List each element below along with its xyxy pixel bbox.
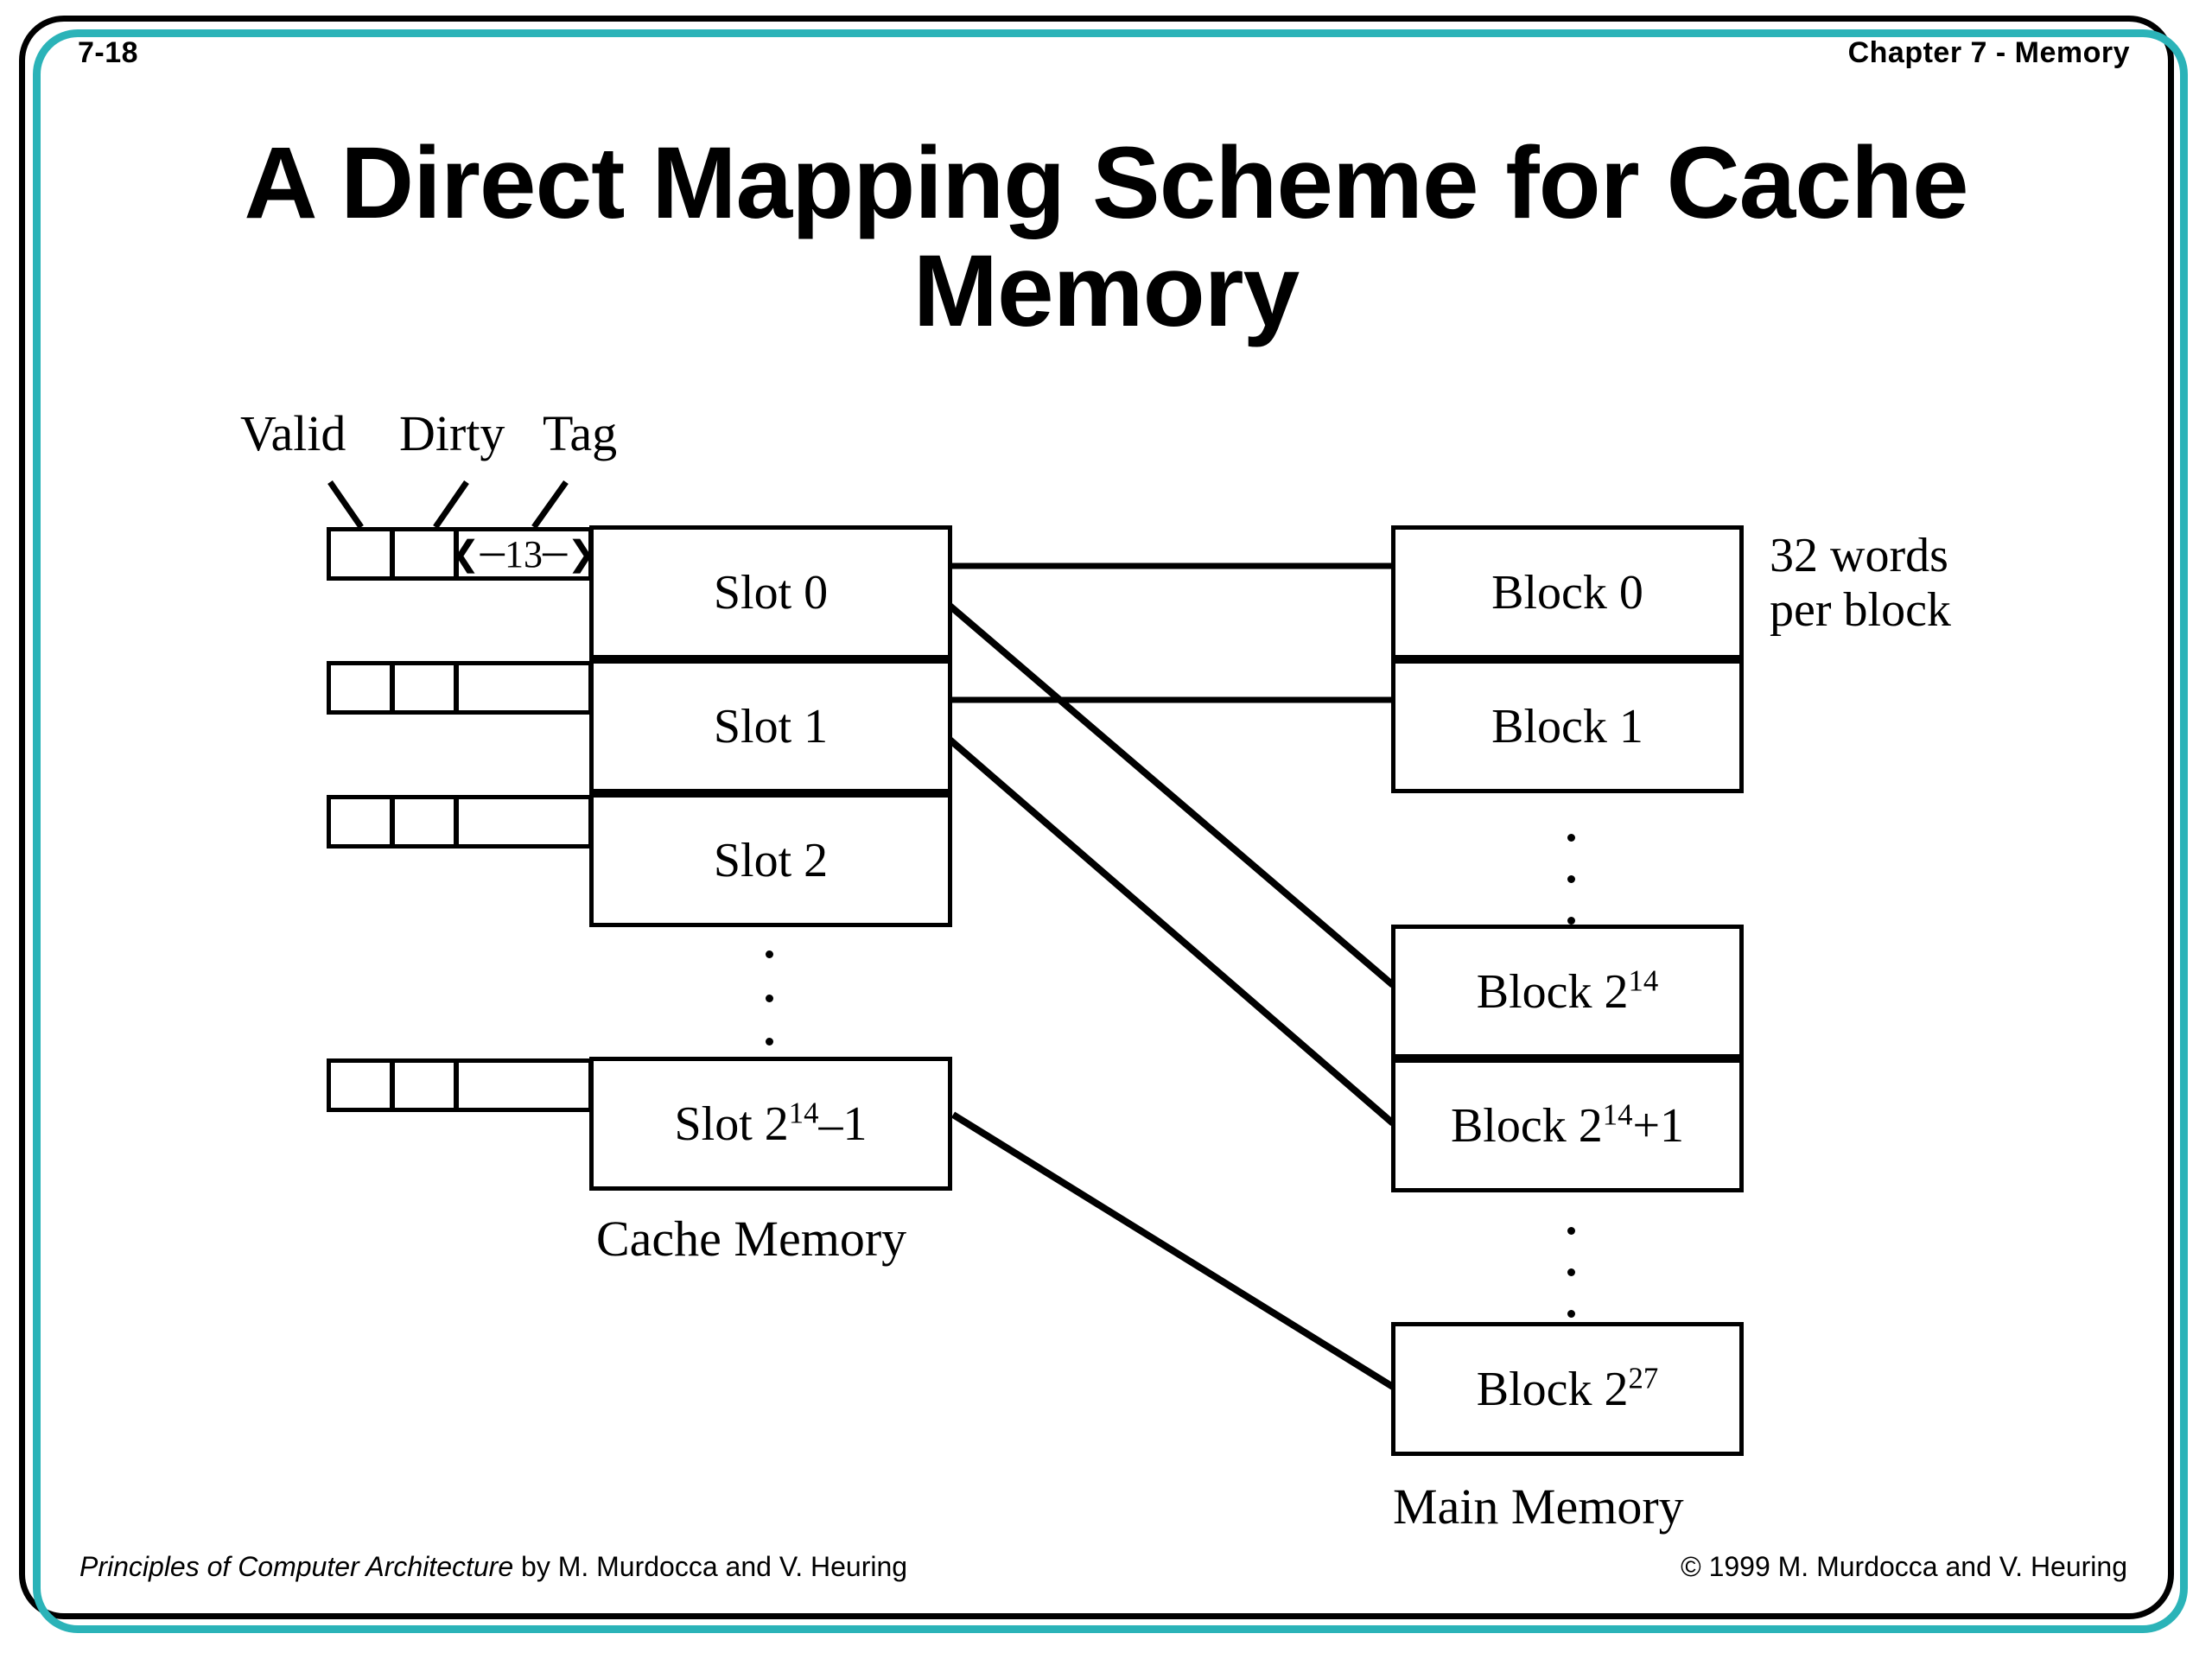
footer-book-title: Principles of Computer Architecture (79, 1551, 514, 1582)
footer-attribution: Principles of Computer Architecture by M… (79, 1551, 907, 1583)
tag-field-cell-last (454, 1058, 593, 1112)
valid-bit-cell-1 (327, 661, 394, 715)
tag-label: Tag (543, 405, 618, 461)
tag-field-cell-0: ❮─13─❯ (451, 527, 596, 581)
tag-field-cell-1 (454, 661, 593, 715)
page-title: A Direct Mapping Scheme for Cache Memory (244, 126, 1968, 349)
memory-block-1-label: Block 1 (1491, 699, 1643, 753)
valid-bit-cell-last (327, 1058, 394, 1112)
valid-bit-cell-2 (327, 795, 394, 849)
cache-slot-2: Slot 2 (589, 793, 952, 927)
cache-ellipsis (764, 950, 774, 1046)
memory-block-2pow14-plus1: Block 214+1 (1391, 1058, 1744, 1192)
valid-label: Valid (240, 405, 346, 461)
memory-block-2pow14-plus1-label: Block 214+1 (1450, 1096, 1685, 1153)
footer-authors: by M. Murdocca and V. Heuring (513, 1551, 908, 1582)
slide-number: 7-18 (78, 36, 139, 69)
memory-block-1: Block 1 (1391, 659, 1744, 793)
cache-slot-last-label: Slot 214–1 (674, 1095, 868, 1151)
chapter-label: Chapter 7 - Memory (1847, 36, 2130, 69)
words-per-block-note: 32 words per block (1770, 529, 1951, 637)
dirty-bit-cell-2 (391, 795, 458, 849)
dirty-bit-cell-last (391, 1058, 458, 1112)
words-per-block-note-line2: per block (1770, 582, 1951, 637)
cache-slot-1-label: Slot 1 (713, 699, 829, 753)
memory-ellipsis-bottom (1566, 1227, 1576, 1318)
cache-slot-0: Slot 0 (589, 525, 952, 659)
main-memory-caption: Main Memory (1393, 1478, 1684, 1535)
memory-ellipsis-top (1566, 834, 1576, 925)
cache-slot-0-label: Slot 0 (713, 565, 829, 620)
cache-slot-1: Slot 1 (589, 659, 952, 793)
dirty-bit-cell-1 (391, 661, 458, 715)
memory-block-2pow14: Block 214 (1391, 925, 1744, 1058)
valid-bit-cell-0 (327, 527, 394, 581)
memory-block-2pow14-label: Block 214 (1476, 963, 1659, 1019)
dirty-bit-cell-0 (391, 527, 458, 581)
memory-block-2pow27-label: Block 227 (1476, 1360, 1659, 1416)
cache-memory-caption: Cache Memory (596, 1211, 907, 1267)
memory-block-0-label: Block 0 (1491, 565, 1643, 620)
memory-block-2pow27: Block 227 (1391, 1322, 1744, 1456)
footer-copyright: © 1999 M. Murdocca and V. Heuring (1681, 1551, 2127, 1582)
memory-block-0: Block 0 (1391, 525, 1744, 659)
cache-slot-2-label: Slot 2 (713, 833, 829, 887)
cache-slot-last: Slot 214–1 (589, 1057, 952, 1191)
tag-field-cell-2 (454, 795, 593, 849)
tag-width-annotation: ❮─13─❯ (451, 532, 596, 575)
dirty-label: Dirty (399, 405, 505, 461)
words-per-block-note-line1: 32 words (1770, 529, 1948, 582)
